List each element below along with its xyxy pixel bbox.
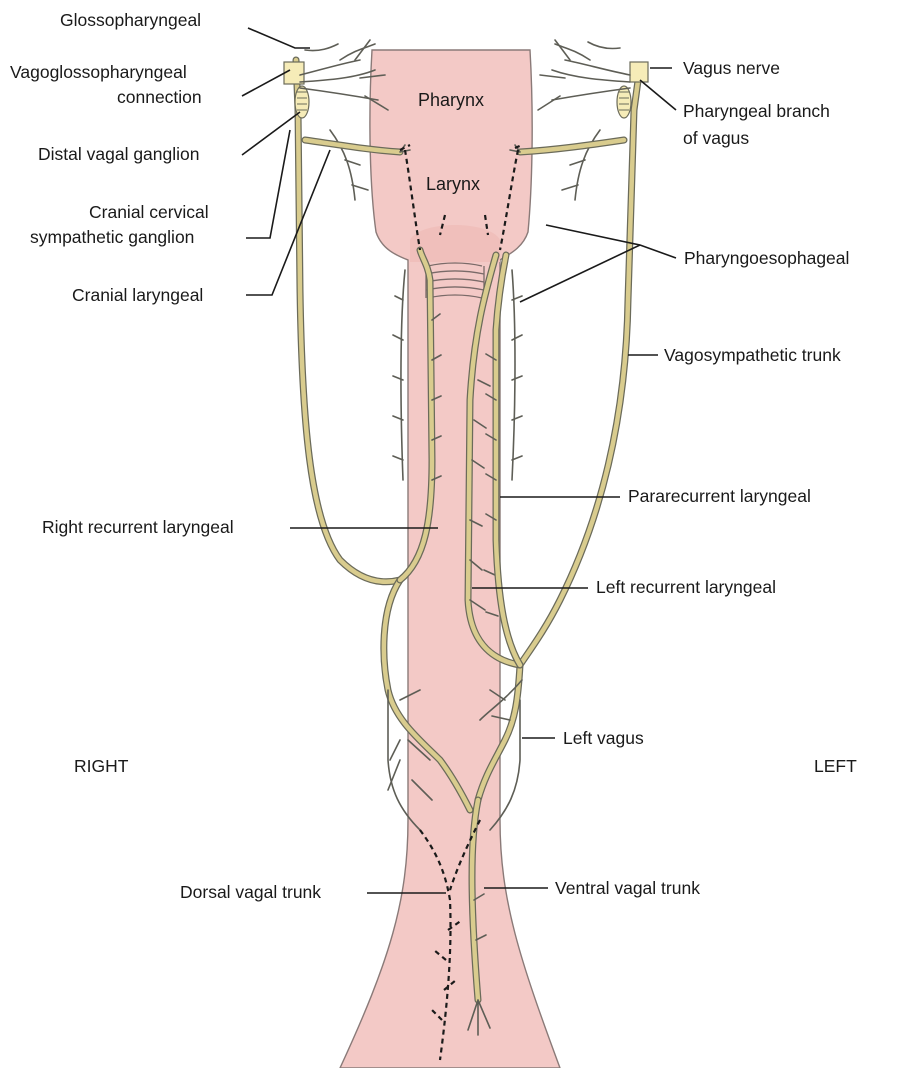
label-cranial-laryngeal: Cranial laryngeal [72,285,203,305]
label-pararecurrent-laryngeal: Pararecurrent laryngeal [628,486,811,506]
label-pharyngeal-branch-line2: of vagus [683,128,749,148]
label-vagoglossopharyngeal-line1: Vagoglossopharyngeal [10,62,187,82]
label-glossopharyngeal: Glossopharyngeal [60,10,201,30]
label-pharynx: Pharynx [418,90,484,110]
label-right-recurrent-laryngeal: Right recurrent laryngeal [42,517,234,537]
orientation-left: LEFT [814,756,857,776]
label-vagosympathetic-trunk: Vagosympathetic trunk [664,345,841,365]
label-pharyngeal-branch-line1: Pharyngeal branch [683,101,830,121]
label-vagoglossopharyngeal-line2: connection [117,87,202,107]
label-cranial-cervical-line1: Cranial cervical [89,202,209,222]
label-larynx: Larynx [426,174,480,194]
label-ventral-vagal-trunk: Ventral vagal trunk [555,878,700,898]
label-left-recurrent-laryngeal: Left recurrent laryngeal [596,577,776,597]
label-pharyngoesophageal: Pharyngoesophageal [684,248,849,268]
label-cranial-cervical-line2: sympathetic ganglion [30,227,194,247]
label-left-vagus: Left vagus [563,728,644,748]
label-dorsal-vagal-trunk: Dorsal vagal trunk [180,882,321,902]
label-vagus-nerve: Vagus nerve [683,58,780,78]
orientation-right: RIGHT [74,756,129,776]
label-distal-vagal-ganglion: Distal vagal ganglion [38,144,200,164]
